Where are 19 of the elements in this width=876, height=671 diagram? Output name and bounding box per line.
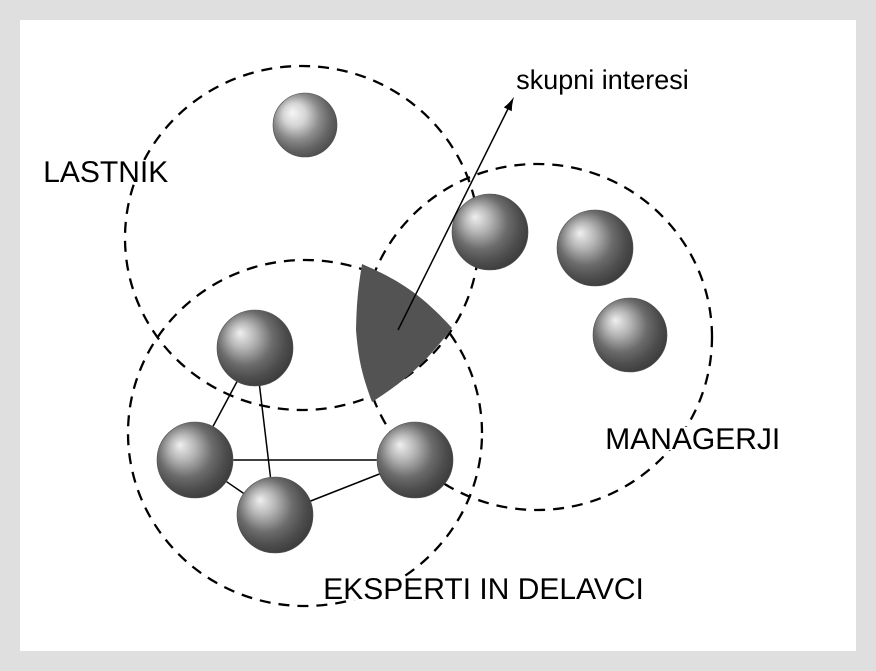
connector-line (310, 473, 380, 502)
sphere (272, 92, 338, 158)
sphere (216, 310, 294, 386)
sphere (236, 476, 314, 554)
group-label: LASTNIK (42, 160, 170, 184)
sphere (376, 422, 454, 498)
connector-line (233, 459, 377, 461)
connector-line (212, 381, 238, 427)
connector-line (226, 481, 244, 494)
sphere (556, 210, 634, 286)
sphere (452, 194, 528, 270)
overlap-region (356, 264, 452, 402)
group-label: EKSPERTI IN DELAVCI (322, 577, 645, 600)
sphere (156, 422, 234, 498)
sphere (592, 298, 668, 372)
arrow (397, 99, 514, 330)
annotation-text: skupni interesi (516, 69, 687, 95)
group-label: MANAGERJI (604, 427, 782, 450)
connector-line (258, 386, 272, 478)
